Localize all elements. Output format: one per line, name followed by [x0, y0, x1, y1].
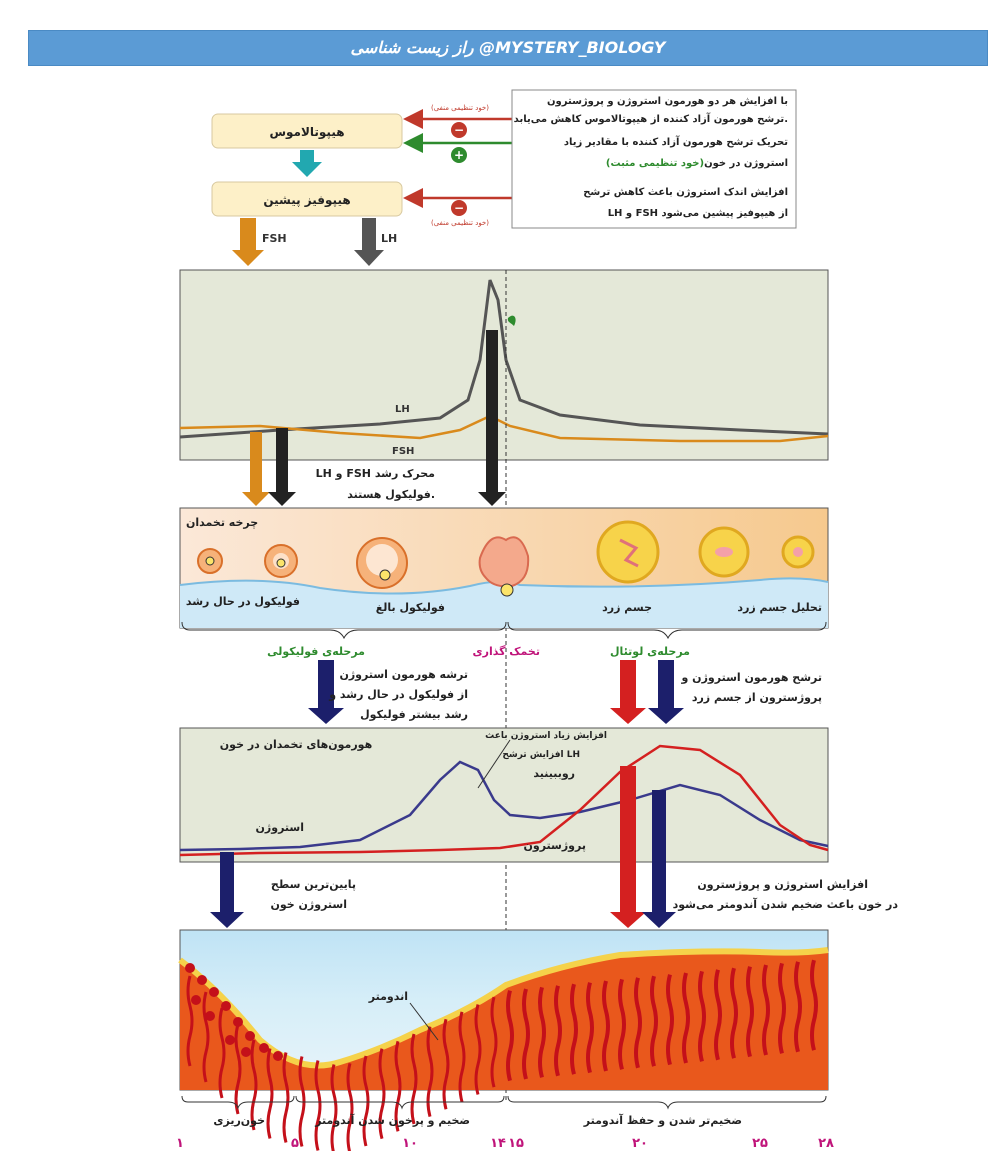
proliferative-label: ضخیم و پرخون شدن آندومتر	[314, 1113, 470, 1127]
estrogen-annotation-3: روببینید	[533, 767, 575, 780]
info-line-3: تحریک ترشح هورمون آزاد کننده با مقادیر ز…	[564, 135, 788, 148]
estrogen-annotation-2: افزایش ترشح LH	[502, 750, 580, 760]
lh-curve-label: LH	[395, 404, 410, 415]
day-label: ۱۴	[490, 1136, 506, 1151]
follicle-note-1: ترشه هورمون استروژن	[339, 668, 468, 681]
fsh-arrow	[232, 218, 264, 266]
blood-drop	[259, 1043, 269, 1053]
blood-drop	[221, 1001, 231, 1011]
blood-drop	[191, 995, 201, 1005]
luteal-note-2: پروژسترون از جسم زرد	[692, 691, 822, 704]
day-label: ۲۰	[632, 1136, 648, 1151]
blood-drop	[185, 963, 195, 973]
stimulation-note-1: LH و FSH محرک رشد	[316, 467, 435, 480]
estrogen-label: استروژن	[256, 821, 304, 834]
blood-drop	[225, 1035, 235, 1045]
ovarian-hormones-title: هورمون‌های تخمدان در خون	[220, 738, 372, 751]
menstruation-label: خون‌ریزی	[213, 1114, 265, 1127]
plus-sign: +	[454, 148, 464, 162]
blood-drop	[273, 1051, 283, 1061]
corpus-luteum-label: جسم زرد	[602, 601, 652, 614]
ruptured-follicle	[480, 537, 529, 586]
estrogen-annotation-1: افزایش زیاد استروژن باعث	[485, 731, 607, 741]
degenerating-corpus-luteum	[700, 528, 748, 576]
increase-note-1: افزایش استروژن و پروژسترون	[697, 878, 868, 891]
primary-oocyte	[206, 557, 214, 565]
blood-drop	[245, 1031, 255, 1041]
growing-oocyte	[277, 559, 285, 567]
hypothalamus-to-pituitary-arrow	[292, 150, 322, 177]
secretory-label: ضخیم‌تر شدن و حفظ آندومتر	[583, 1113, 742, 1127]
follicle-note-3: رشد بیشتر فولیکول	[360, 708, 468, 721]
day-label: ۱۵	[508, 1136, 524, 1151]
follicle-note-2: از فولیکول در حال رشد و	[328, 688, 468, 701]
progesterone-secretion-arrow	[610, 660, 646, 724]
hypothalamus-label: هیپوتالاموس	[269, 125, 344, 140]
blood-drop	[241, 1047, 251, 1057]
info-line-1: با افزایش هر دو هورمون استروژن و پروژستر…	[547, 96, 788, 107]
corpus-luteum	[598, 522, 658, 582]
info-line-6: LH و FSH از هیپوفیز پیشین می‌شود	[608, 208, 788, 219]
info-line-4: استروژن در خون(خود تنظیمی مثبت)	[606, 158, 788, 169]
growing-follicle-label: فولیکول در حال رشد	[186, 595, 300, 608]
stimulation-note-2: فولیکول هستند.	[347, 488, 435, 501]
negative-feedback-label-1: (خود تنظیمی منفی)	[431, 104, 489, 112]
lh-arrow-label: LH	[381, 232, 397, 245]
blood-drop	[197, 975, 207, 985]
blood-drop	[209, 987, 219, 997]
endometrium-label: اندومتر	[368, 990, 408, 1003]
progesterone-label: پروژسترون	[523, 839, 586, 852]
blood-drop	[233, 1017, 243, 1027]
negative-feedback-label-2: (خود تنظیمی منفی)	[431, 219, 489, 227]
secretory-brace	[508, 1096, 826, 1108]
luteal-note-1: ترشح هورمون استروژن و	[681, 671, 822, 684]
minus-sign-2: −	[454, 201, 464, 215]
mature-follicle-label: فولیکول بالغ	[376, 601, 445, 614]
fsh-curve-label: FSH	[392, 446, 414, 457]
day-label: ۲۵	[752, 1136, 768, 1151]
ovulation-label: تخمک گذاری	[473, 645, 540, 658]
menstruation-brace	[182, 1096, 294, 1108]
lowest-estrogen-2: استروژن خون	[270, 898, 347, 911]
increase-note-2: در خون باعث ضخیم شدن آندومتر می‌شود	[673, 897, 899, 911]
luteal-phase-label: مرحله‌ی لوتئال	[610, 645, 690, 658]
low-estrogen-arrow	[210, 852, 244, 928]
info-line-5: افزایش اندک استروژن باعث کاهش ترشح	[583, 187, 788, 198]
ovarian-cycle-title: چرخه تخمدان	[186, 516, 258, 529]
degenerating-cl-label: تحلیل جسم زرد	[737, 601, 822, 614]
info-line-2: ترشح هورمون آزاد کننده از هیپوتالاموس کا…	[514, 112, 788, 125]
luteal-estrogen-arrow	[648, 660, 684, 724]
follicular-phase-label: مرحله‌ی فولیکولی	[267, 645, 365, 658]
lh-arrow	[354, 218, 384, 266]
day-label: ۱۰	[402, 1136, 418, 1151]
released-ovum	[501, 584, 513, 596]
day-label: ۲۸	[818, 1136, 834, 1151]
day-label: ۵	[291, 1136, 299, 1151]
fsh-arrow-label: FSH	[262, 232, 287, 245]
minus-sign-1: −	[454, 123, 464, 137]
day-label: ۱	[176, 1136, 184, 1151]
lowest-estrogen-1: پایین‌ترین سطح	[271, 878, 356, 891]
corpus-albicans	[783, 537, 813, 567]
blood-drop	[205, 1011, 215, 1021]
mature-oocyte	[380, 570, 390, 580]
pituitary-label: هیپوفیز پیشین	[263, 193, 350, 208]
